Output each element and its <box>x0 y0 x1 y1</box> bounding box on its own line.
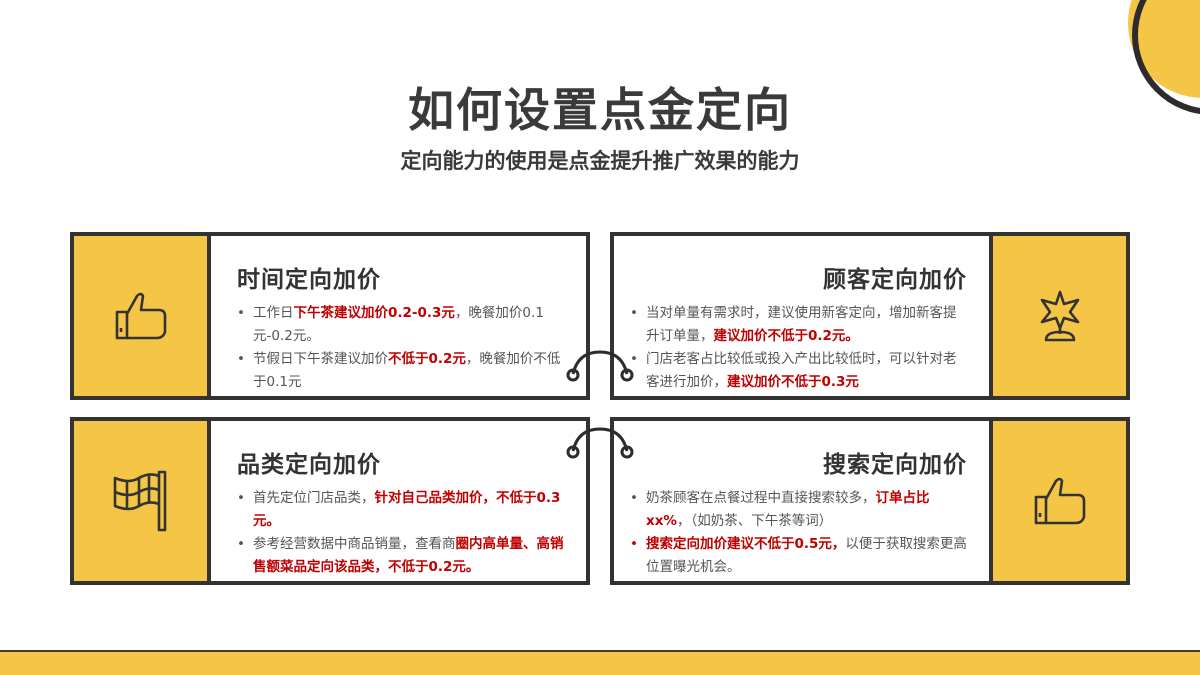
bullet-list: 当对单量有需求时，建议使用新客定向，增加新客提升订单量，建议加价不低于0.2元。… <box>630 302 967 394</box>
bullet-text: 首先定位门店品类， <box>253 490 375 506</box>
checkered-flag-icon <box>113 470 166 532</box>
card-title: 时间定向加价 <box>237 267 381 293</box>
bullet-item: 工作日下午茶建议加价0.2-0.3元，晚餐加价0.1元-0.2元。 <box>237 302 568 348</box>
bullet-item: 搜索定向加价建议不低于0.5元，以便于获取搜索更高位置曝光机会。 <box>630 533 967 579</box>
highlight-text: 建议加价不低于0.2元。 <box>713 328 859 344</box>
card-icon-box <box>74 421 211 581</box>
card-title: 搜索定向加价 <box>823 452 967 478</box>
bullet-text: 工作日 <box>253 305 294 321</box>
card-icon-box <box>74 236 211 396</box>
bullet-text: 参考经营数据中商品销量，查看商 <box>253 536 456 552</box>
bullet-list: 首先定位门店品类，针对自己品类加价，不低于0.3元。参考经营数据中商品销量，查看… <box>237 487 568 579</box>
highlight-text: 针对自己品类加价，不低于0.3元。 <box>253 490 561 529</box>
bullet-text: ，晚餐加价不低于0.1元 <box>253 351 561 390</box>
bullet-item: 当对单量有需求时，建议使用新客定向，增加新客提升订单量，建议加价不低于0.2元。 <box>630 302 967 348</box>
page-title: 如何设置点金定向 <box>408 83 792 137</box>
card-content: 搜索定向加价 奶茶顾客在点餐过程中直接搜索较多，订单占比xx%，（如奶茶、下午茶… <box>614 421 989 581</box>
card-category-targeting: 品类定向加价 首先定位门店品类，针对自己品类加价，不低于0.3元。参考经营数据中… <box>70 417 590 585</box>
card-search-targeting: 搜索定向加价 奶茶顾客在点餐过程中直接搜索较多，订单占比xx%，（如奶茶、下午茶… <box>610 417 1130 585</box>
bullet-item: 奶茶顾客在点餐过程中直接搜索较多，订单占比xx%，（如奶茶、下午茶等词） <box>630 487 967 533</box>
star-trophy-icon <box>1040 290 1079 342</box>
highlight-text: 搜索定向加价建议不低于0.5元， <box>646 536 846 552</box>
highlight-text: 建议加价不低于0.3元 <box>727 374 859 390</box>
bullet-text: 节假日下午茶建议加价 <box>253 351 388 367</box>
bullet-list: 奶茶顾客在点餐过程中直接搜索较多，订单占比xx%，（如奶茶、下午茶等词）搜索定向… <box>630 487 967 579</box>
highlight-text: 不低于0.2元 <box>388 351 466 367</box>
card-content: 时间定向加价 工作日下午茶建议加价0.2-0.3元，晚餐加价0.1元-0.2元。… <box>211 236 586 396</box>
bullet-text: 当对单量有需求时，建议使用新客定向，增加新客提升订单量， <box>646 305 957 344</box>
card-time-targeting: 时间定向加价 工作日下午茶建议加价0.2-0.3元，晚餐加价0.1元-0.2元。… <box>70 232 590 400</box>
card-icon-box <box>989 421 1126 581</box>
bullet-item: 首先定位门店品类，针对自己品类加价，不低于0.3元。 <box>237 487 568 533</box>
highlight-text: 下午茶建议加价0.2-0.3元 <box>293 305 455 321</box>
bullet-item: 节假日下午茶建议加价不低于0.2元，晚餐加价不低于0.1元 <box>237 348 568 394</box>
bullet-item: 参考经营数据中商品销量，查看商圈内高单量、高销售额菜品定向该品类，不低于0.2元… <box>237 533 568 579</box>
card-connector-top <box>566 350 634 382</box>
bullet-text: ，（如奶茶、下午茶等词） <box>676 513 833 529</box>
highlight-text: 订单占比xx% <box>646 490 930 529</box>
highlight-text: 圈内高单量、高销售额菜品定向该品类，不低于0.2元。 <box>253 536 564 575</box>
card-content: 顾客定向加价 当对单量有需求时，建议使用新客定向，增加新客提升订单量，建议加价不… <box>614 236 989 396</box>
thumbs-up-icon <box>115 292 166 340</box>
card-connector-bottom <box>566 427 634 459</box>
footer-band <box>0 650 1200 675</box>
thumbs-up-icon <box>1034 477 1085 525</box>
bullet-text: ，晚餐加价0.1元-0.2元。 <box>253 305 544 344</box>
bullet-text: 门店老客占比较低或投入产出比较低时，可以针对老客进行加价， <box>646 351 957 390</box>
bullet-list: 工作日下午茶建议加价0.2-0.3元，晚餐加价0.1元-0.2元。节假日下午茶建… <box>237 302 568 394</box>
card-title: 顾客定向加价 <box>823 267 967 293</box>
bullet-item: 门店老客占比较低或投入产出比较低时，可以针对老客进行加价，建议加价不低于0.3元 <box>630 348 967 394</box>
card-content: 品类定向加价 首先定位门店品类，针对自己品类加价，不低于0.3元。参考经营数据中… <box>211 421 586 581</box>
page-subtitle: 定向能力的使用是点金提升推广效果的能力 <box>400 149 800 173</box>
bullet-text: 奶茶顾客在点餐过程中直接搜索较多， <box>646 490 876 506</box>
card-title: 品类定向加价 <box>237 452 381 478</box>
card-customer-targeting: 顾客定向加价 当对单量有需求时，建议使用新客定向，增加新客提升订单量，建议加价不… <box>610 232 1130 400</box>
card-icon-box <box>989 236 1126 396</box>
bullet-text: 以便于获取搜索更高位置曝光机会。 <box>646 536 967 575</box>
